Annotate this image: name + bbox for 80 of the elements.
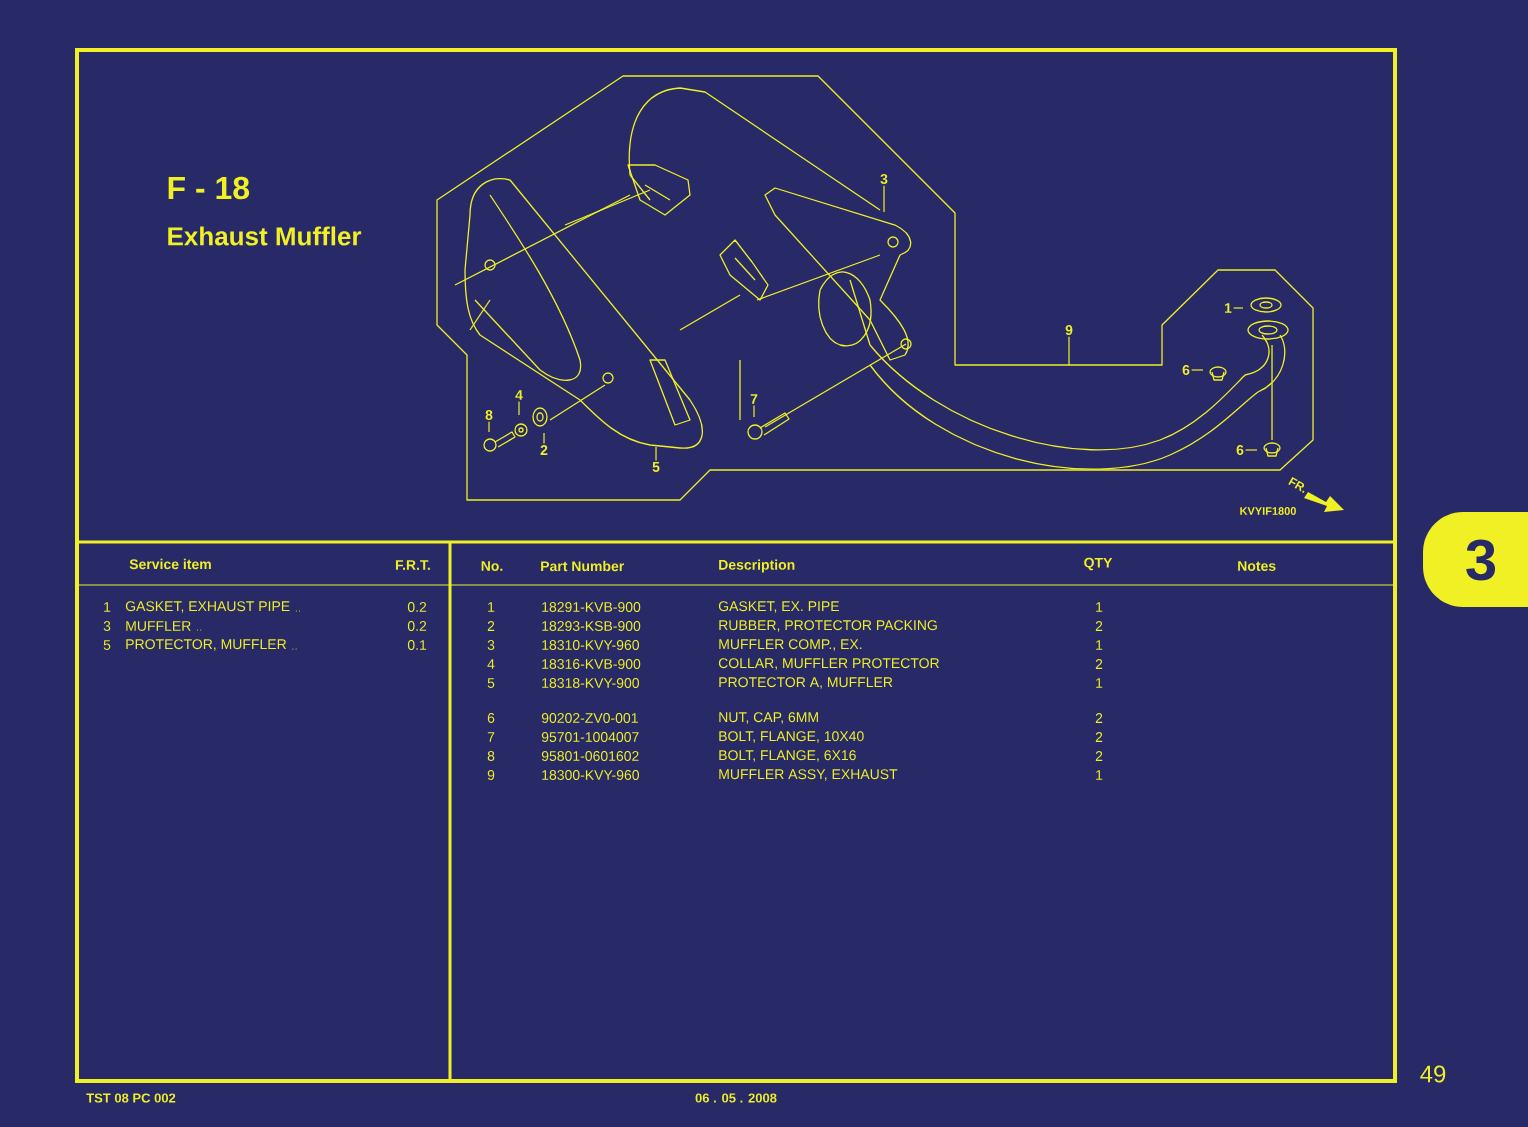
callout-number: 7 — [750, 394, 758, 404]
labor-time: 0.2 — [407, 621, 427, 631]
part-number: 90202-ZV0-001 — [541, 713, 638, 723]
direction-label: FR. — [1288, 477, 1305, 493]
callout-number: 8 — [485, 410, 493, 420]
column-header: Notes — [1238, 561, 1276, 571]
leader-line — [1191, 369, 1204, 371]
callout-number: 4 — [515, 390, 523, 400]
leader-line — [655, 446, 657, 462]
column-header: Service item — [129, 558, 211, 570]
part-number: 95801-0601602 — [541, 751, 639, 761]
part-description: RUBBER, PROTECTOR PACKING — [719, 620, 937, 632]
callout-number: 6 — [1236, 445, 1244, 455]
figure-code: KVYIF1800 — [1240, 507, 1296, 515]
leader-line — [753, 404, 755, 418]
item-number: 1 — [104, 602, 111, 612]
part-number: 18310-KVY-960 — [542, 640, 639, 650]
part-number: 18293-KSB-900 — [542, 621, 641, 631]
section-tab: 3 — [1423, 512, 1528, 607]
callout-number: 1 — [1225, 303, 1232, 313]
callout-number: 9 — [1065, 325, 1073, 335]
ref-number: 4 — [487, 659, 495, 669]
part-description: MUFFLER ASSY, EXHAUST — [719, 769, 898, 781]
callout-number: 3 — [880, 174, 888, 184]
callout-number: 6 — [1182, 365, 1190, 375]
part-number: 18291-KVB-900 — [542, 602, 641, 612]
leader-line — [1233, 307, 1244, 309]
column-header: F.R.T. — [395, 560, 430, 570]
quantity: 2 — [1095, 713, 1103, 723]
column-header: Description — [719, 559, 795, 573]
leader-line — [1245, 449, 1258, 451]
part-number: 18300-KVY-960 — [542, 770, 639, 780]
column-header: QTY — [1084, 557, 1113, 571]
callout-number: 2 — [540, 445, 548, 455]
quantity: 2 — [1095, 621, 1103, 631]
service-item: MUFFLER — [126, 621, 202, 631]
figure-number: F - 18 — [168, 176, 250, 200]
part-number: 95701-1004007 — [541, 732, 639, 742]
item-number: 5 — [103, 640, 111, 650]
ref-number: 7 — [487, 732, 495, 742]
quantity: 2 — [1095, 659, 1103, 669]
quantity: 1 — [1096, 678, 1103, 688]
column-header: Part Number — [541, 560, 624, 572]
quantity: 2 — [1095, 732, 1103, 742]
labor-time: 0.1 — [407, 640, 427, 650]
ref-number: 9 — [487, 770, 495, 780]
part-description: BOLT, FLANGE, 6X16 — [719, 750, 856, 762]
page-title: Exhaust Muffler — [168, 226, 362, 246]
quantity: 1 — [1096, 640, 1103, 650]
ref-number: 6 — [487, 713, 495, 723]
service-item: PROTECTOR, MUFFLER — [126, 639, 297, 651]
page-number: 49 — [1420, 1065, 1446, 1083]
issue-date: 06 . 05 . 2008 — [695, 1093, 777, 1103]
labor-time: 0.2 — [407, 602, 427, 612]
quantity: 1 — [1096, 602, 1103, 612]
part-description: GASKET, EX. PIPE — [718, 601, 839, 613]
part-description: NUT, CAP, 6MM — [719, 712, 818, 724]
ref-number: 2 — [487, 621, 495, 631]
part-description: COLLAR, MUFFLER PROTECTOR — [718, 658, 939, 670]
part-number: 18316-KVB-900 — [542, 659, 641, 669]
part-description: PROTECTOR A, MUFFLER — [719, 677, 893, 689]
column-header: No. — [481, 561, 503, 571]
callout-number: 5 — [652, 462, 660, 472]
service-item: GASKET, EXHAUST PIPE — [125, 601, 301, 613]
leader-line — [883, 185, 885, 213]
quantity: 1 — [1096, 770, 1103, 780]
part-description: BOLT, FLANGE, 10X40 — [719, 731, 864, 743]
ref-number: 1 — [488, 602, 495, 612]
part-description: MUFFLER COMP., EX. — [719, 639, 862, 651]
leader-line — [543, 432, 545, 445]
leader-line — [1068, 336, 1070, 366]
leader-line — [518, 400, 520, 416]
quantity: 2 — [1095, 751, 1103, 761]
item-number: 3 — [103, 621, 111, 631]
leader-line — [488, 421, 490, 433]
ref-number: 8 — [487, 751, 495, 761]
ref-number: 5 — [487, 678, 495, 688]
ref-number: 3 — [487, 640, 495, 650]
document-code: TST 08 PC 002 — [86, 1093, 176, 1103]
part-number: 18318-KVY-900 — [542, 678, 639, 688]
